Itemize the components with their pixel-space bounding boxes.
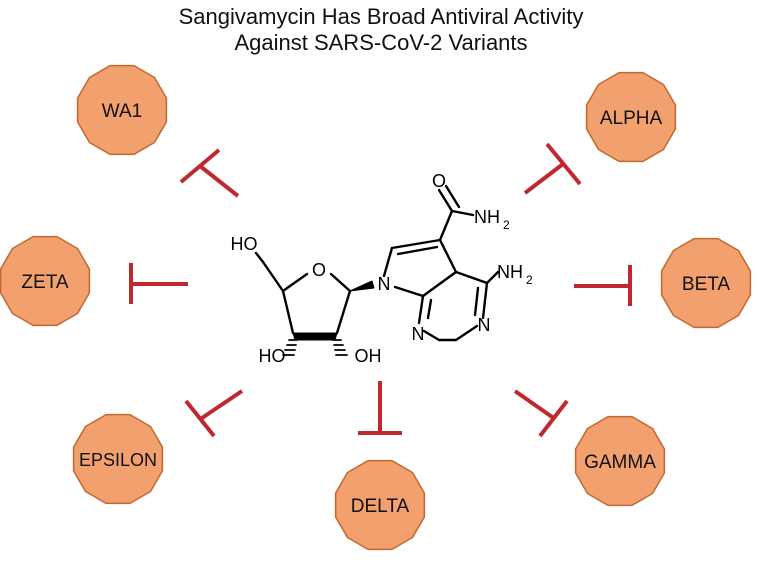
variant-node-zeta: ZETA [0,235,91,327]
atom-label-carbonyl-o: O [432,171,446,191]
variant-node-epsilon: EPSILON [72,413,164,505]
atom-label-ho-bottom: HO [259,346,286,366]
sangivamycin-structure [254,184,500,356]
structure-labels: HO O N HO OH O NH 2 NH 2 N N [231,171,534,366]
variant-shape-beta [660,237,752,329]
variant-label-beta: BETA [682,274,731,295]
atom-label-amide-nh: NH [474,207,500,227]
variant-node-alpha: ALPHA [585,71,677,163]
atom-label-ho-top: HO [231,234,258,254]
variant-label-epsilon: EPSILON [79,450,157,470]
variant-label-alpha: ALPHA [600,108,663,129]
inhibition-arrow-beta [574,265,632,306]
inhibition-arrow-alpha [523,142,582,195]
atom-label-ring-o: O [312,260,326,280]
variant-label-delta: DELTA [351,496,410,517]
variant-shape-gamma [574,415,666,507]
inhibition-arrow-delta [358,381,402,435]
title-line-1: Sangivamycin Has Broad Antiviral Activit… [178,4,584,29]
atom-label-oh-bottom: OH [355,346,382,366]
atom-label-pyr-n2: N [412,324,425,344]
variant-label-gamma: GAMMA [584,452,656,473]
variant-label-wa1: WA1 [102,101,142,122]
hashed-bond-right [332,339,348,356]
inhibition-arrow-wa1 [179,148,240,198]
inhibition-arrow-epsilon [184,389,244,438]
atom-label-amine-sub: 2 [526,273,533,287]
variant-node-delta: DELTA [334,459,426,551]
atom-label-ring-n: N [378,274,391,294]
variant-shape-zeta [0,235,91,327]
variant-label-zeta: ZETA [21,272,68,293]
variant-shape-delta [334,459,426,551]
inhibition-arrow-zeta [129,263,188,304]
variant-shape-epsilon [72,413,164,505]
hashed-bond-left [282,339,298,356]
atom-label-amide-sub: 2 [503,218,510,232]
atom-label-pyr-n1: N [478,315,491,335]
variant-node-gamma: GAMMA [574,415,666,507]
variant-node-wa1: WA1 [76,64,168,156]
variant-shape-wa1 [76,64,168,156]
variant-node-beta: BETA [660,237,752,329]
variant-shape-alpha [585,71,677,163]
inhibition-arrow-gamma [513,389,569,438]
title-line-2: Against SARS-CoV-2 Variants [234,30,528,55]
atom-label-amine-nh: NH [497,262,523,282]
